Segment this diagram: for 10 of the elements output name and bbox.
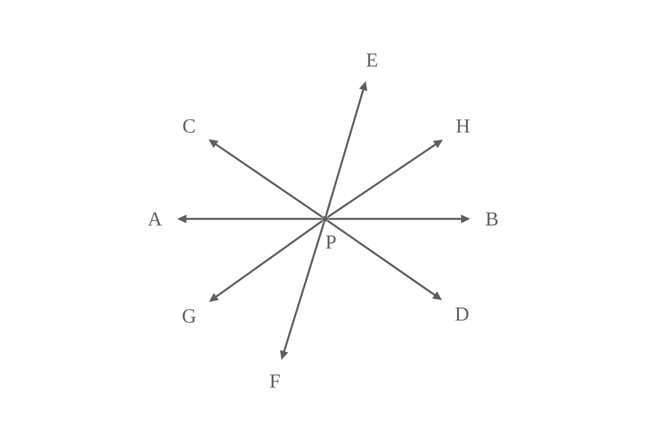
point-label: A xyxy=(148,212,162,226)
point-label: G xyxy=(182,309,196,323)
point-label: P xyxy=(326,235,336,249)
point-label: D xyxy=(455,307,468,321)
point-label: B xyxy=(486,212,498,226)
intersection-point xyxy=(322,216,328,222)
point-label: H xyxy=(456,119,470,133)
point-label: F xyxy=(270,374,280,388)
point-label: E xyxy=(366,53,378,67)
point-label: C xyxy=(183,119,195,133)
